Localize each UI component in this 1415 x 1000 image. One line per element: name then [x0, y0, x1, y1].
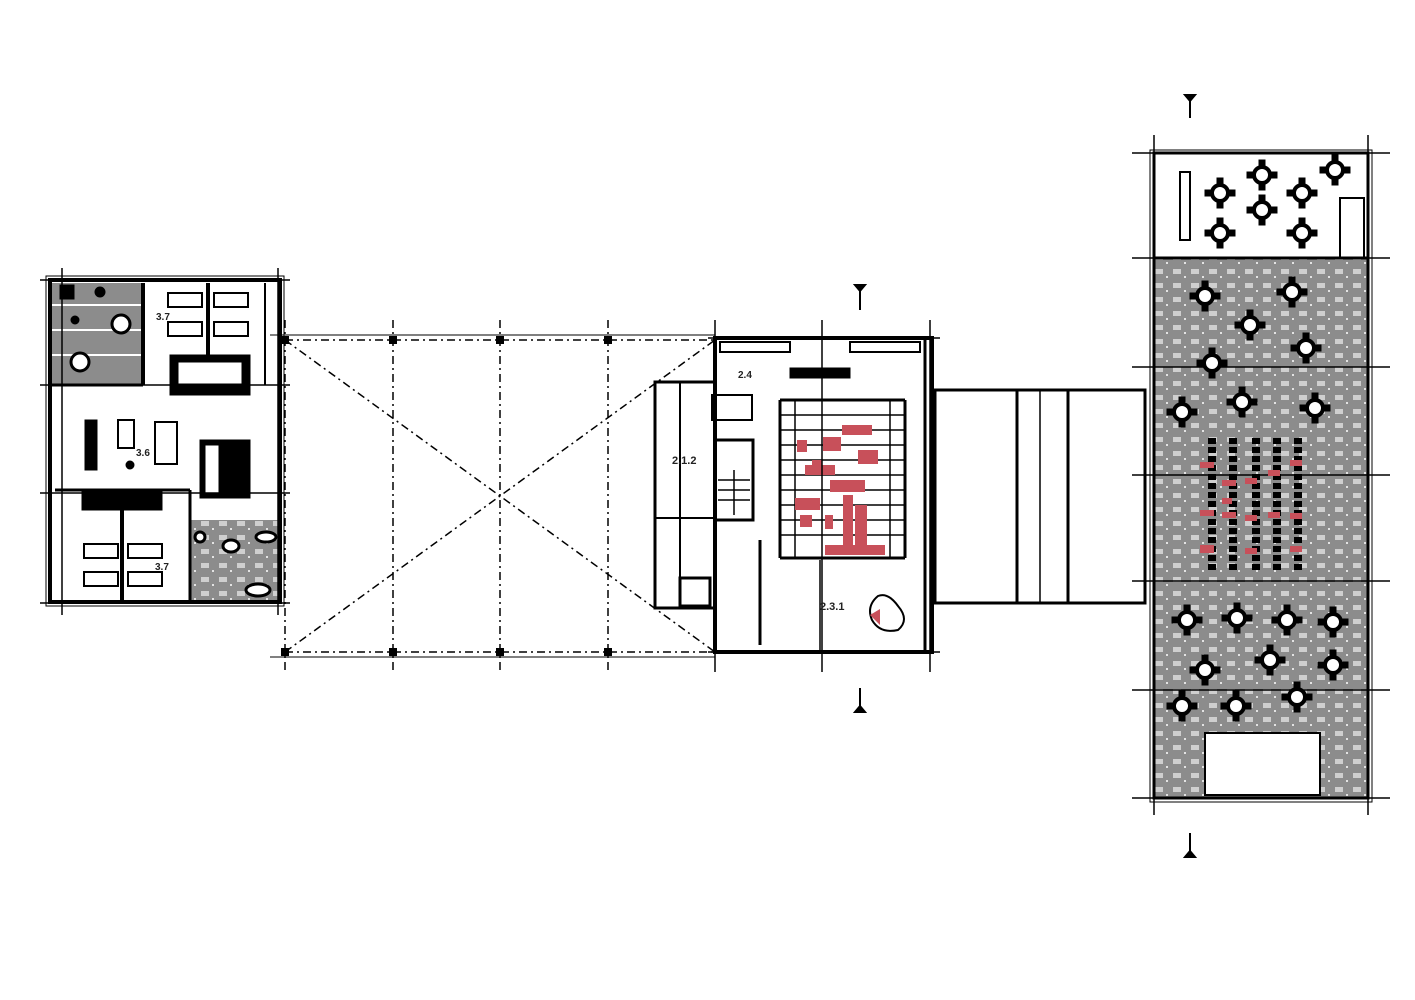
- left-building: [40, 268, 290, 615]
- room-label-left-center: 3.6: [136, 448, 150, 459]
- section-arrow-icon: [852, 284, 868, 310]
- bridge-structure: [270, 320, 716, 672]
- right-building: [1132, 135, 1390, 815]
- room-label-left-top: 3.7: [156, 312, 170, 323]
- room-label-left-bottom: 3.7: [155, 562, 169, 573]
- room-label-center-hall: 2.3.1: [820, 601, 844, 613]
- section-arrow-icon: [852, 688, 868, 713]
- center-building: [653, 320, 940, 672]
- section-arrow-icon: [1182, 833, 1198, 858]
- section-arrow-icon: [1182, 94, 1198, 118]
- room-label-center-top: 2.4: [738, 370, 752, 381]
- terrace-hatch: [50, 283, 143, 385]
- seating-highlight: [795, 425, 885, 555]
- section-markers: [852, 94, 1198, 858]
- room-label-center-annex: 2.1.2: [672, 455, 696, 467]
- connecting-corridor: [933, 388, 1147, 605]
- seating-highlight-right: [1200, 460, 1302, 554]
